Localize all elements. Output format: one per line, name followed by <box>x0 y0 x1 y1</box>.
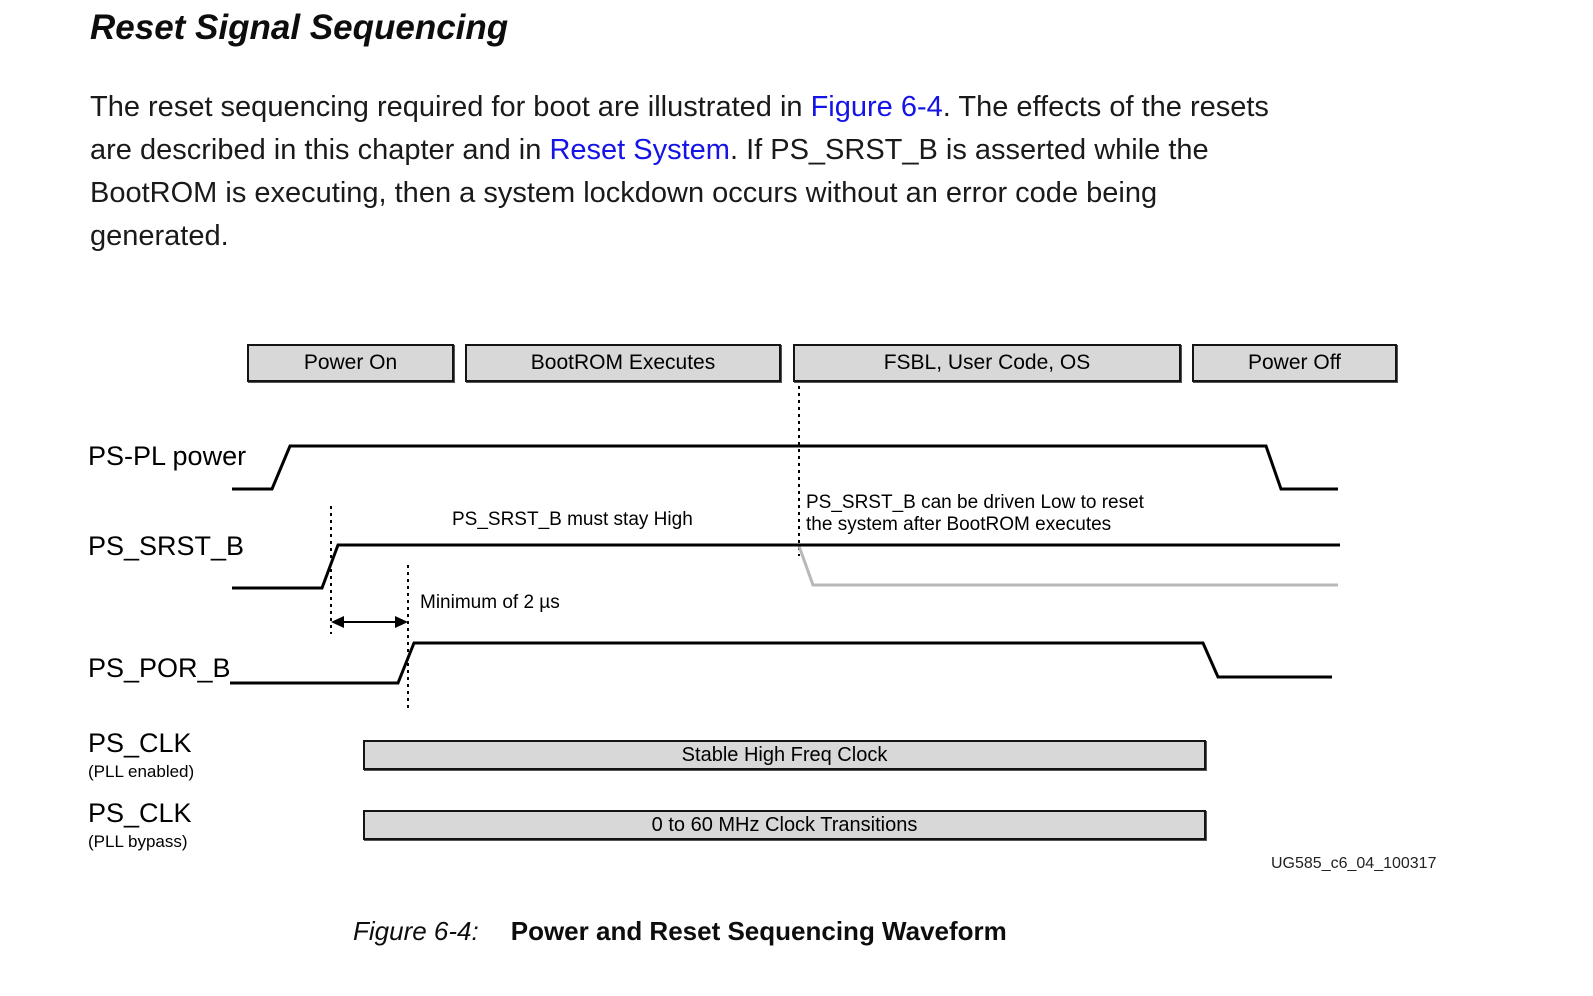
phase-box-fsbl-user-code-os: FSBL, User Code, OS <box>793 344 1181 382</box>
ps-clk-pll-enabled-label: PS_CLK <box>88 728 192 758</box>
ps-srst-b-label: PS_SRST_B <box>88 531 245 561</box>
paragraph-text: The reset sequencing required for boot a… <box>90 91 811 123</box>
paragraph-text: . If PS_SRST_B is asserted while the <box>729 134 1209 166</box>
ps-srst-b-alt-low-waveform <box>797 545 1338 587</box>
ps-pl-power-label: PS-PL power <box>88 441 247 471</box>
srst-driven-low-note-line1: PS_SRST_B can be driven Low to reset <box>806 492 1144 513</box>
figure-caption-title: Power and Reset Sequencing Waveform <box>510 916 1007 946</box>
ps-por-b-label: PS_POR_B <box>88 653 231 683</box>
min-2us-note: Minimum of 2 µs <box>420 592 560 613</box>
paragraph-line-4: generated. <box>90 220 229 252</box>
reset-system-link[interactable]: Reset System <box>549 134 730 166</box>
bypass-clock-bar: 0 to 60 MHz Clock Transitions <box>363 810 1206 840</box>
pll-enabled-sublabel: (PLL enabled) <box>88 762 195 781</box>
body-paragraph: The reset sequencing required for boot a… <box>90 86 1269 258</box>
ps-clk-pll-bypass-label: PS_CLK <box>88 798 192 828</box>
figure-caption: Figure 6-4: Power and Reset Sequencing W… <box>353 916 1007 947</box>
srst-driven-low-note-line2: the system after BootROM executes <box>806 514 1112 535</box>
paragraph-text: are described in this chapter and in <box>90 134 550 166</box>
ps-pl-power-waveform <box>232 444 1338 491</box>
watermark-text: UG585_c6_04_100317 <box>1271 855 1437 872</box>
phase-box-power-on: Power On <box>247 344 454 382</box>
paragraph-line-3: BootROM is executing, then a system lock… <box>90 177 1158 209</box>
phase-box-bootrom-executes: BootROM Executes <box>465 344 781 382</box>
min-2us-arrow <box>331 616 408 628</box>
srst-must-stay-high-note: PS_SRST_B must stay High <box>452 509 693 530</box>
paragraph-text: . The effects of the resets <box>942 91 1269 123</box>
pll-bypass-sublabel: (PLL bypass) <box>88 832 188 851</box>
ps-por-b-waveform <box>230 641 1332 685</box>
srst-driven-low-note: PS_SRST_B can be driven Low to reset the… <box>806 492 1144 536</box>
stable-clock-bar: Stable High Freq Clock <box>363 740 1206 770</box>
figure-6-4-link[interactable]: Figure 6-4 <box>810 91 943 123</box>
ps-srst-b-waveform <box>232 543 1340 590</box>
paragraph-line-1: The reset sequencing required for boot a… <box>90 86 1269 129</box>
figure-caption-label: Figure 6-4: <box>353 916 479 946</box>
phase-box-power-off: Power Off <box>1192 344 1397 382</box>
section-title: Reset Signal Sequencing <box>90 8 509 47</box>
paragraph-line-2: are described in this chapter and in Res… <box>90 129 1269 172</box>
